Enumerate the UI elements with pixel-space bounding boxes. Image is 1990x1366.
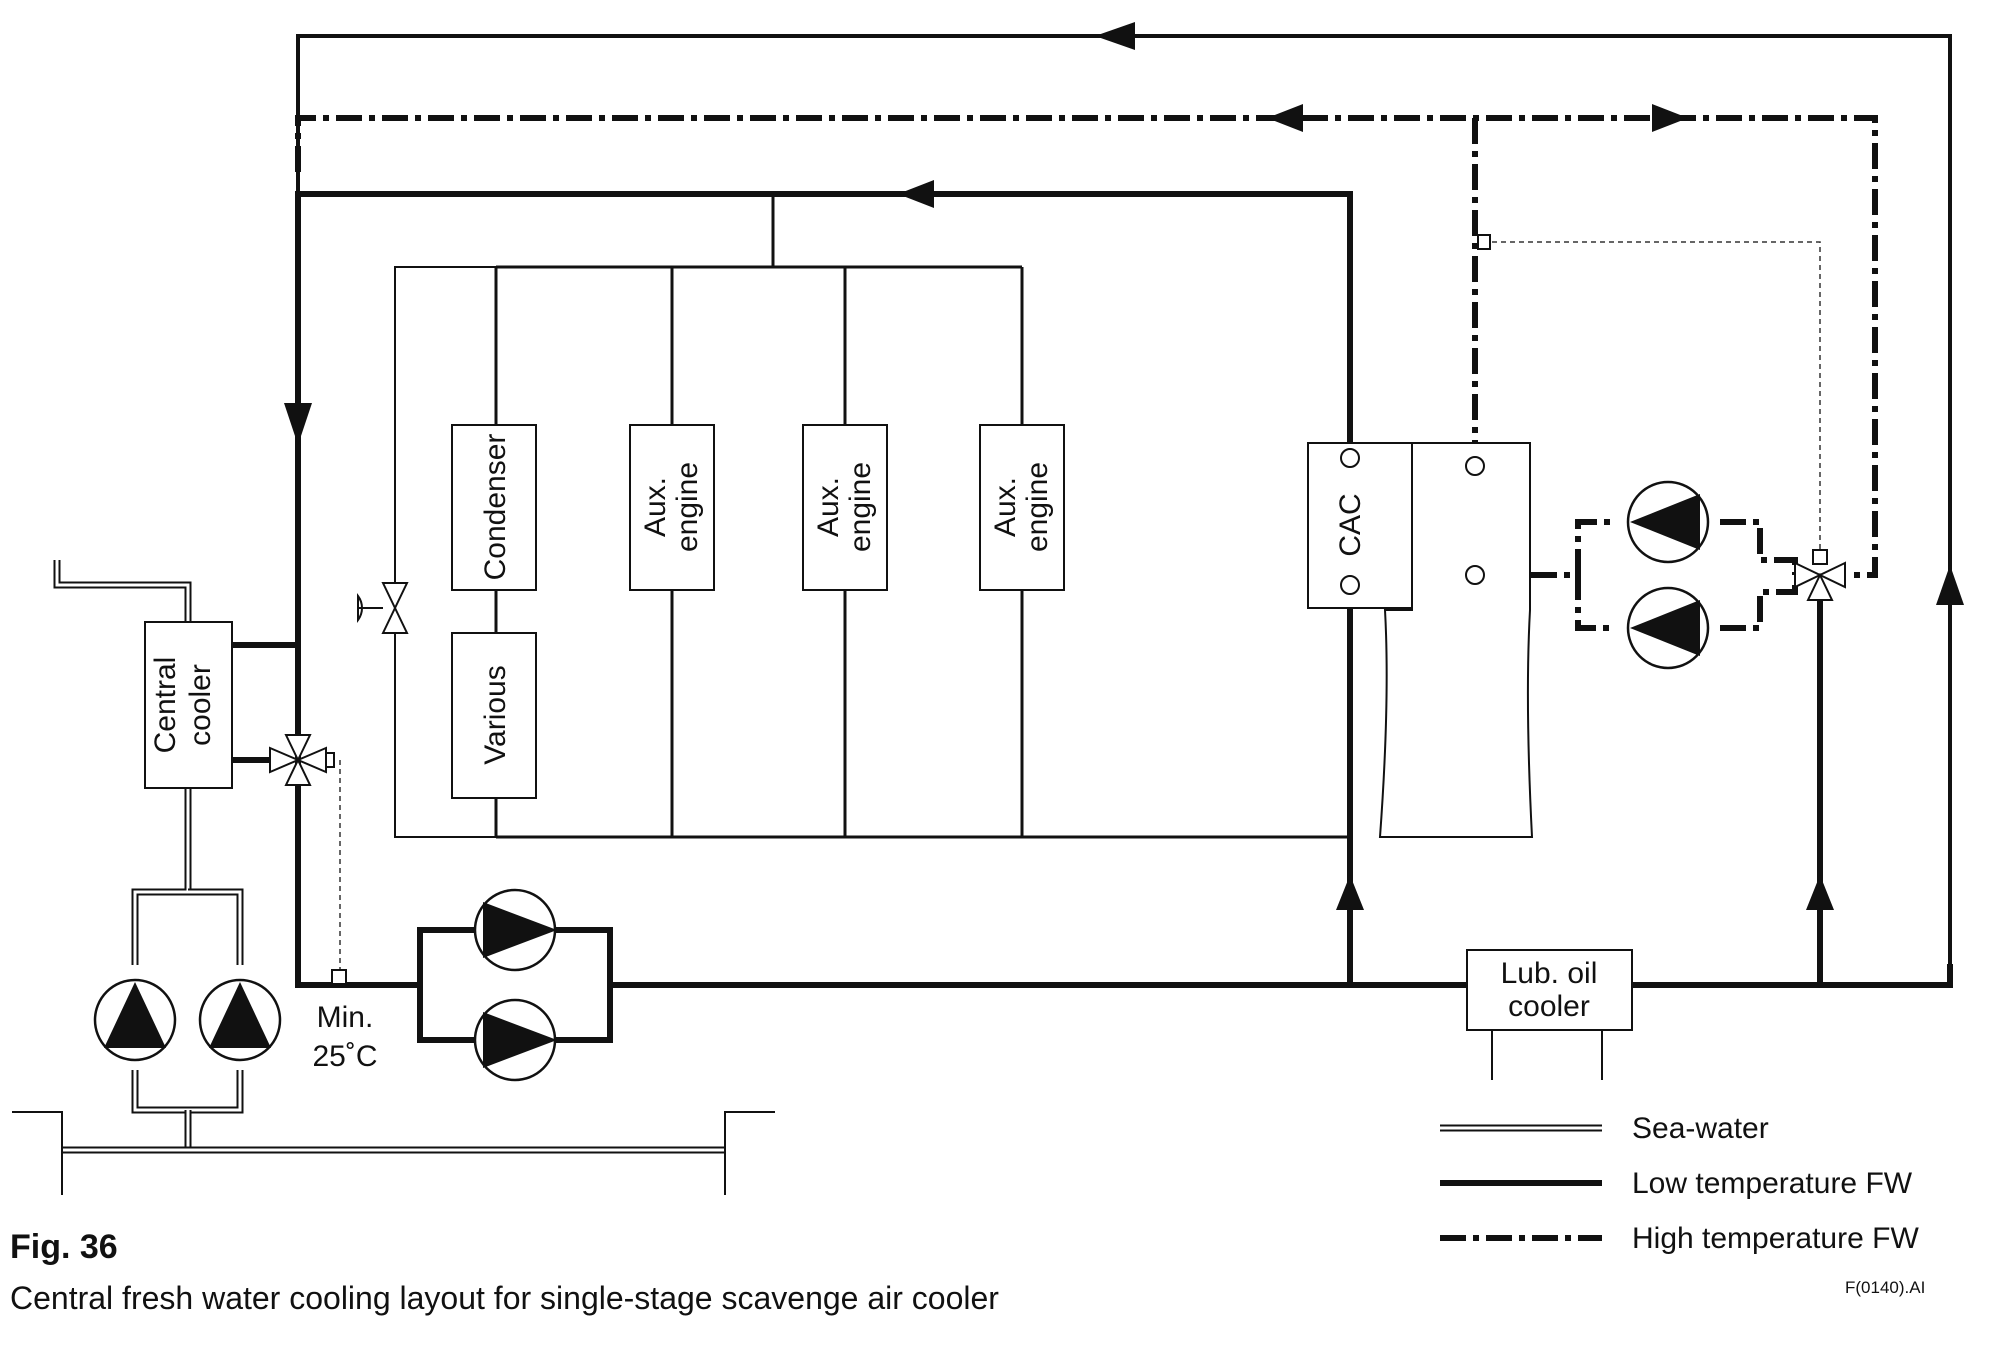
sea-water-pump-1 [93,978,177,1062]
engine-ht-outlet-port [1465,456,1485,476]
various-box: Various [451,632,537,799]
three-way-valve-central [269,734,327,786]
aux-engine-1-label-1: Aux. [639,477,672,537]
lub-oil-label-1: Lub. oil [1501,957,1598,990]
flow-arrow-cac-up [1336,875,1364,910]
legend: Sea-water Low temperature FW High temper… [1440,1112,1919,1255]
lt-pump-2 [473,998,557,1082]
cac-inlet-port [1340,448,1360,468]
control-lines [321,234,1821,985]
aux-engine-1-label-2: engine [671,462,704,552]
legend-low-temp: Low temperature FW [1632,1167,1913,1200]
main-engine: CAC [1307,442,1534,838]
figure-caption: Central fresh water cooling layout for s… [10,1280,999,1316]
legend-high-temp: High temperature FW [1632,1222,1919,1255]
aux-engine-2: Aux. engine [802,424,888,591]
lub-oil-label-2: cooler [1508,990,1590,1023]
condenser-box: Condenser [451,424,537,591]
lub-oil-cooler: Lub. oil cooler [1466,949,1633,1031]
lt-pump-1 [473,888,557,972]
flow-arrow-ht-left [1267,104,1303,132]
condenser-label: Condenser [479,434,512,581]
aux-engine-3-label-2: engine [1021,462,1054,552]
flow-arrow-lt-top [898,180,934,208]
figure-number: Fig. 36 [10,1228,118,1266]
flow-arrow-top [1095,22,1135,50]
flow-arrow-lt-down [284,403,312,445]
flow-arrow-ht-feed-up [1806,875,1834,910]
min-temp-value: 25˚C [312,1040,377,1073]
central-cooler: Central cooler [144,621,233,789]
ht-pump-2 [1626,586,1710,670]
engine-ht-inlet-port [1465,565,1485,585]
aux-engine-3-label-1: Aux. [989,477,1022,537]
aux-engine-1: Aux. engine [629,424,715,591]
cac-label: CAC [1334,493,1367,556]
legend-sea-water: Sea-water [1632,1112,1769,1145]
flow-arrow-return-up [1936,565,1964,605]
central-cooler-label-1: Central [149,657,182,754]
min-temp-label: Min. [317,1001,374,1034]
aux-engine-3: Aux. engine [979,424,1065,591]
ht-pump-1 [1626,480,1710,564]
aux-engine-2-label-2: engine [844,462,877,552]
aux-engine-2-label-1: Aux. [812,477,845,537]
central-cooler-label-2: cooler [184,664,217,746]
file-code: F(0140).AI [1845,1278,1926,1297]
sea-water-lines [12,560,775,1195]
various-label: Various [479,665,512,765]
lub-oil-sea-legs [1491,1030,1603,1080]
top-return-line [296,22,1952,964]
sea-water-pump-2 [198,978,282,1062]
bypass-valve [357,582,409,634]
flow-arrow-ht-right [1652,104,1688,132]
three-way-valve-ht [1794,549,1846,601]
cac-outlet-port [1340,575,1360,595]
